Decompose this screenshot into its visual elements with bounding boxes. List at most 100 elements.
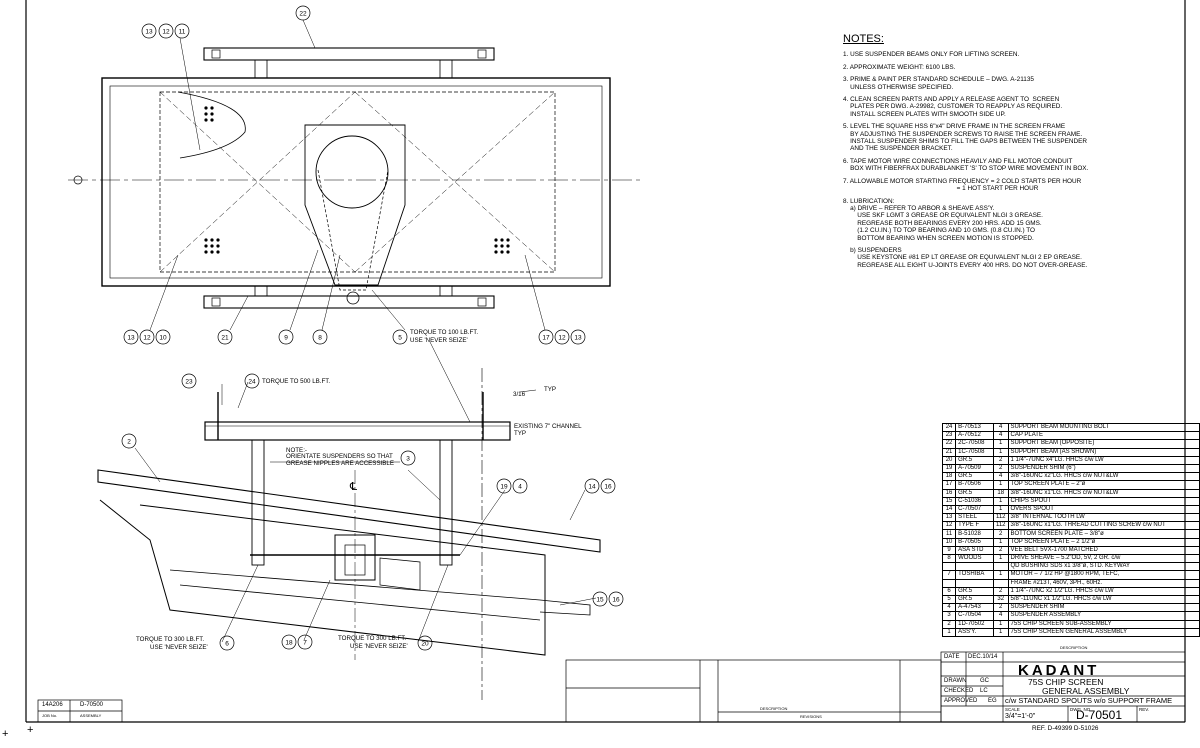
note-6: 6. TAPE MOTOR WIRE CONNECTIONS HEAVILY A… xyxy=(843,157,1089,173)
bom-item: 19 xyxy=(941,463,957,474)
bom-qty: 112 xyxy=(992,521,1009,531)
bom-part: C-70504 xyxy=(955,611,994,621)
bom-part: GR.5 xyxy=(955,586,994,596)
plan-view xyxy=(68,19,640,331)
balloon-text: 17 xyxy=(542,335,550,342)
bom-desc: QD BUSHING SDS x1 3/8"ø, STD. KEYWAY xyxy=(1007,562,1200,572)
bom-row: FRAME #213T, 460V, 3PH., 60Hz. xyxy=(941,578,1200,588)
bom-part: 1D-70502 xyxy=(955,619,994,629)
bom-qty: 18 xyxy=(992,488,1009,498)
balloon-text: 4 xyxy=(518,484,522,491)
bom-item: 4 xyxy=(941,603,957,613)
note-5: 5. LEVEL THE SQUARE HSS 6"x4" DRIVE FRAM… xyxy=(843,123,1087,153)
bom-item: 8 xyxy=(941,553,957,564)
balloon-text: 11 xyxy=(179,29,186,36)
bom-desc: OVERS SPOUT xyxy=(1007,504,1200,515)
note-1: 1. USE SUSPENDER BEAMS ONLY FOR LIFTING … xyxy=(843,51,1020,59)
bom-item: 12 xyxy=(941,521,957,531)
label-revisions: REVISIONS xyxy=(800,714,822,719)
bom-item: 20 xyxy=(941,455,957,465)
reference-drawings: REF. D-49399 D-51026 xyxy=(1032,725,1099,732)
bom-qty: 1 xyxy=(992,570,1009,580)
balloon-text: 12 xyxy=(143,335,151,342)
bom-part: 1C-70508 xyxy=(955,447,994,457)
bom-desc: TOP SCREEN PLATE – 2 1/2"ø xyxy=(1007,537,1200,547)
callout-torque-300: TORQUE TO 300 LB.FT. xyxy=(136,636,204,643)
balloon-text: 21 xyxy=(221,335,229,342)
bom-qty: 1 xyxy=(992,553,1009,564)
company-logo: KADANT xyxy=(1018,662,1100,679)
bom-desc: 1 1/4"-7UNC x4"LG. HHCS c/w LW xyxy=(1007,455,1200,465)
notes-panel: NOTES: 1. USE SUSPENDER BEAMS ONLY FOR L… xyxy=(843,33,1173,274)
bom-item: 18 xyxy=(941,472,957,482)
bom-qty: 1 xyxy=(992,439,1009,449)
bom-desc: 5/8"-11UNC x1 1/2"LG. HHCS c/w LW xyxy=(1007,594,1200,605)
label-assembly: ASSEMBLY xyxy=(80,713,102,718)
bom-qty: 4 xyxy=(992,472,1009,482)
note-3: 3. PRIME & PAINT PER STANDARD SCHEDULE –… xyxy=(843,76,1034,91)
bom-item: 1 xyxy=(941,627,957,637)
bom-qty: 112 xyxy=(992,513,1009,523)
bom-item: 7 xyxy=(941,570,957,580)
assembly-number: D-70500 xyxy=(80,702,104,708)
balloon-text: 6 xyxy=(225,641,229,648)
title-block-frame xyxy=(37,651,1186,723)
bom-qty: 4 xyxy=(992,611,1009,621)
elevation-view xyxy=(97,341,601,700)
bom-desc: FRAME #213T, 460V, 3PH., 60Hz. xyxy=(1007,578,1200,588)
bom-qty: 1 xyxy=(992,537,1009,547)
bom-desc: 3/8"-16UNC x1"LG. HHCS c/w NUT&LW xyxy=(1007,488,1200,498)
balloon-group xyxy=(121,5,624,651)
bom-item: 24 xyxy=(941,422,957,433)
bom-item: 14 xyxy=(941,504,957,515)
note-2: 2. APPROXIMATE WEIGHT: 6100 LBS. xyxy=(843,63,956,71)
bom-part xyxy=(955,562,994,572)
bom-qty: 1 xyxy=(992,504,1009,515)
callout-torque-500: TORQUE TO 500 LB.FT. xyxy=(262,378,330,385)
callout-typ: TYP xyxy=(544,386,556,393)
balloon-text: 19 xyxy=(500,484,508,491)
title-line-3: c/w STANDARD SPOUTS w/o SUPPORT FRAME xyxy=(1005,696,1173,705)
bom-item: 6 xyxy=(941,586,957,596)
bom-qty: 1 xyxy=(992,627,1009,637)
callout-never-seize: USE 'NEVER SEIZE' xyxy=(350,643,408,650)
cursor-plus: + xyxy=(27,724,34,736)
bom-item: 15 xyxy=(941,496,957,506)
bom-qty: 2 xyxy=(992,586,1009,596)
label-job-no: JOB No. xyxy=(42,713,58,718)
balloon-text: 3 xyxy=(406,456,410,463)
bom-part: A-70509 xyxy=(955,463,994,474)
bom-desc: SUSPENDER ASSEMBLY xyxy=(1007,611,1200,621)
bom-part: 2C-70508 xyxy=(955,439,994,449)
bom-row: QD BUSHING SDS x1 3/8"ø, STD. KEYWAY xyxy=(941,562,1200,572)
callout-note-line: ORIENTATE SUSPENDERS SO THAT xyxy=(286,453,393,460)
bom-qty: 2 xyxy=(992,455,1009,465)
bom-part: GR.5 xyxy=(955,594,994,605)
label-date: DATE xyxy=(944,654,960,660)
label-drawn: DRAWN xyxy=(944,678,967,684)
callout-torque-100: TORQUE TO 100 LB.FT. xyxy=(410,329,478,336)
callout-note-head: NOTE:- xyxy=(286,447,307,454)
callout-weld-size: 3/16 xyxy=(513,391,526,398)
bom-qty xyxy=(992,562,1009,572)
balloon-text: 8 xyxy=(318,335,322,342)
balloon-text: 10 xyxy=(159,335,167,342)
balloon-text: 16 xyxy=(612,597,620,604)
balloon-text: 13 xyxy=(145,29,153,36)
balloon-text: 13 xyxy=(574,335,582,342)
bom-desc: MOTOR – 7 1/2 HP @1800 RPM, TEFC, xyxy=(1007,570,1200,580)
